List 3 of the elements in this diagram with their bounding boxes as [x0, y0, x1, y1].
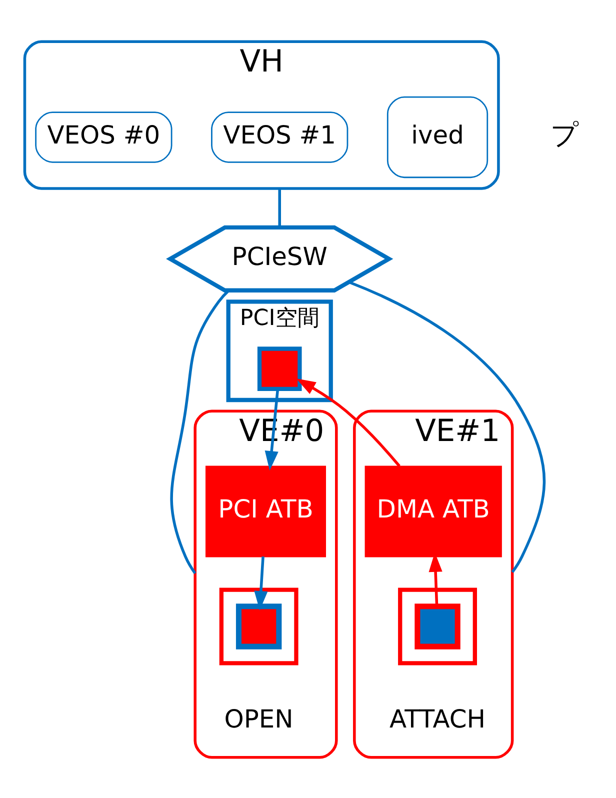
label: プ — [550, 118, 580, 151]
node-label: ATTACH — [390, 704, 486, 733]
node-label: OPEN — [224, 704, 294, 733]
